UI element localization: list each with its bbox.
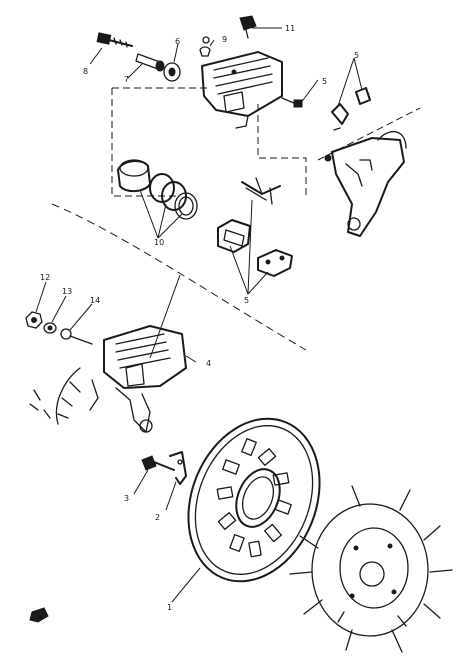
callout-1: 1 [167,603,172,612]
callout-4: 4 [206,359,211,368]
callout-8: 8 [83,67,88,76]
brake-pad-front [217,219,251,253]
washer-13 [43,322,57,334]
callout-5-clips: 5 [354,51,359,60]
callout-7: 7 [124,75,129,84]
lower-caliper-body [29,325,187,433]
reference-mark-icon [29,607,49,623]
leader-lines [35,27,363,603]
lower-caliper-assembly [25,311,187,433]
callout-11: 11 [285,24,295,33]
callout-9: 9 [222,35,227,44]
callout-12: 12 [40,273,50,282]
wheel-hub [289,485,453,653]
disc-vent-slots [216,437,292,558]
callout-6: 6 [175,37,180,46]
bolt-5-upper [281,97,303,108]
bleed-cap-9 [199,36,211,57]
callout-3: 3 [124,494,129,503]
callout-14: 14 [90,296,100,305]
callout-labels: 1 2 3 4 5 5 5 6 7 8 9 10 11 12 13 14 [40,24,359,612]
disc-bolt-3 [141,455,175,471]
bleeder-11 [239,15,257,39]
upper-bracket-assembly [324,87,407,237]
callout-2: 2 [155,513,160,522]
nut-12 [25,311,43,329]
brake-pad-rear [257,249,293,277]
bolt-8 [96,32,133,48]
callout-5-bolt: 5 [322,77,327,86]
piston-seals-10 [117,159,198,220]
bolt-7 [135,53,165,72]
pad-clips-5 [331,87,371,131]
upper-caliper-body [201,51,283,129]
callout-13: 13 [62,287,72,296]
bushing-6 [163,62,181,82]
lock-washer-2 [169,451,187,485]
brake-disc [187,417,321,583]
callout-10: 10 [154,238,164,247]
upper-caliper-assembly [96,15,303,129]
caliper-bracket-upper [324,130,407,237]
bolt-14 [60,328,93,345]
callout-5-pads: 5 [244,296,249,305]
pad-spring-and-pads [217,177,293,277]
